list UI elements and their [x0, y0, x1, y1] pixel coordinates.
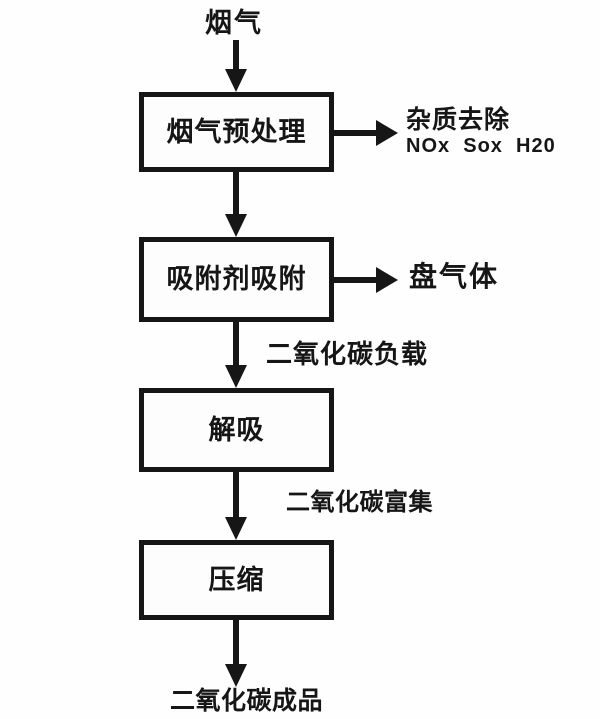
arrowhead-down-icon	[225, 664, 247, 687]
source-label-flue-gas: 烟气	[205, 8, 263, 38]
process-box-desorption: 解吸	[139, 388, 334, 472]
process-box-label: 解吸	[208, 414, 265, 445]
arrow-stem	[233, 40, 239, 72]
edge-label-co2-enriched: 二氧化碳富集	[286, 489, 433, 516]
arrowhead-right-icon	[376, 120, 398, 146]
process-box-label: 烟气预处理	[166, 116, 307, 147]
edge-label-co2-loaded: 二氧化碳负载	[266, 339, 429, 369]
process-box-adsorption: 吸附剂吸附	[139, 237, 334, 322]
arrow-stem	[233, 615, 239, 665]
arrowhead-down-icon	[225, 517, 247, 540]
process-box-pretreatment: 烟气预处理	[139, 92, 334, 172]
arrow-stem	[233, 467, 239, 518]
impurity-removal-line2: NOx Sox H20	[406, 135, 556, 157]
arrowhead-down-icon	[225, 69, 247, 92]
arrow-stem	[334, 130, 376, 136]
arrow-stem	[233, 167, 239, 215]
vent-gas-label: 盘气体	[409, 261, 500, 292]
arrowhead-down-icon	[225, 365, 247, 388]
arrowhead-down-icon	[225, 214, 247, 237]
impurity-removal-label: 杂质去除 NOx Sox H20	[406, 106, 556, 157]
process-box-compression: 压缩	[139, 540, 334, 620]
process-box-label: 压缩	[208, 564, 265, 595]
arrowhead-right-icon	[376, 267, 398, 293]
product-label-co2: 二氧化碳成品	[170, 687, 324, 715]
arrow-stem	[233, 317, 239, 366]
arrow-stem	[334, 277, 376, 283]
process-box-label: 吸附剂吸附	[166, 264, 307, 294]
impurity-removal-line1: 杂质去除	[406, 106, 511, 134]
